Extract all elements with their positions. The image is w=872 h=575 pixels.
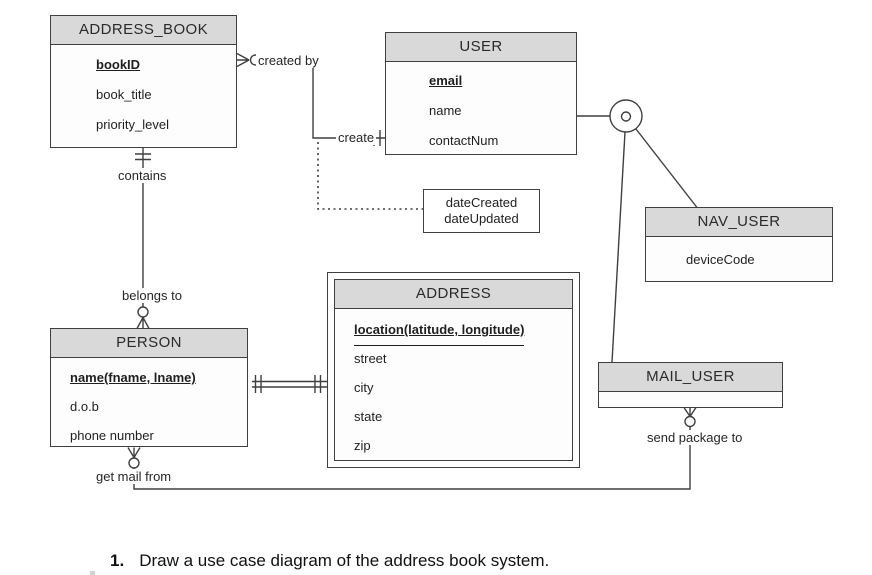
connector-category-to-mail-user bbox=[611, 131, 626, 363]
attribute-location: location(latitude, longitude) bbox=[354, 315, 525, 346]
relationship-label-belongs-to: belongs to bbox=[120, 288, 184, 303]
entity-mail-user: MAIL_USER bbox=[598, 362, 783, 408]
one-and-only-one-icon bbox=[314, 375, 322, 393]
date-attributes-box: dateCreated dateUpdated bbox=[423, 189, 540, 233]
caption-item-1: 1. Draw a use case diagram of the address… bbox=[110, 551, 549, 571]
entity-mail-user-empty-body bbox=[599, 392, 782, 406]
relationship-label-created-by: created by bbox=[256, 53, 321, 68]
crow-foot-many-icon bbox=[236, 52, 250, 68]
attribute-phone-number: phone number bbox=[70, 428, 154, 443]
attribute-zip: zip bbox=[354, 438, 371, 453]
attribute-contactnum: contactNum bbox=[429, 133, 499, 148]
next-list-item-peek bbox=[90, 571, 95, 575]
connector-category-to-nav-user bbox=[635, 128, 698, 208]
attribute-email: email bbox=[429, 73, 463, 88]
entity-address-inner-border: ADDRESS location(latitude, longitude) st… bbox=[334, 279, 573, 461]
entity-address: ADDRESS location(latitude, longitude) st… bbox=[327, 272, 580, 468]
attribute-devicecode: deviceCode bbox=[686, 251, 755, 267]
crow-foot-many-icon bbox=[136, 317, 150, 329]
attribute-bookid: bookID bbox=[96, 57, 141, 72]
entity-nav-user-title: NAV_USER bbox=[646, 208, 832, 237]
optional-circle-icon bbox=[128, 457, 140, 469]
category-circle-node bbox=[609, 99, 643, 133]
relationship-label-create: create bbox=[336, 130, 377, 145]
entity-nav-user: NAV_USER deviceCode bbox=[645, 207, 833, 282]
caption-text: Draw a use case diagram of the address b… bbox=[139, 551, 550, 570]
attribute-city: city bbox=[354, 380, 374, 395]
entity-mail-user-title: MAIL_USER bbox=[599, 363, 782, 392]
one-and-only-one-icon bbox=[135, 153, 151, 161]
entity-address-book: ADDRESS_BOOK bookID book_title priority_… bbox=[50, 15, 237, 148]
entity-person-title: PERSON bbox=[51, 329, 247, 358]
connector-person-address bbox=[252, 375, 327, 393]
entity-address-title: ADDRESS bbox=[335, 280, 572, 309]
entity-address-book-title: ADDRESS_BOOK bbox=[51, 16, 236, 45]
optional-circle-icon bbox=[684, 415, 696, 428]
relationship-label-send-package-to: send package to bbox=[645, 430, 745, 445]
relationship-label-contains: contains bbox=[116, 168, 169, 183]
entity-user: USER email name contactNum bbox=[385, 32, 577, 155]
relationship-label-get-mail-from: get mail from bbox=[94, 469, 174, 484]
entity-person: PERSON name(fname, lname) d.o.b phone nu… bbox=[50, 328, 248, 447]
attribute-name: name bbox=[429, 103, 462, 118]
subset-o-icon bbox=[620, 111, 632, 122]
attribute-book-title: book_title bbox=[96, 87, 152, 102]
attribute-dateupdated: dateUpdated bbox=[444, 211, 519, 226]
entity-user-title: USER bbox=[386, 33, 576, 62]
attribute-priority-level: priority_level bbox=[96, 117, 169, 132]
attribute-person-name: name(fname, lname) bbox=[70, 370, 196, 385]
connector-date-attributes-dotted bbox=[317, 142, 423, 210]
attribute-dob: d.o.b bbox=[70, 399, 99, 414]
crow-foot-many-icon bbox=[127, 447, 141, 458]
attribute-street: street bbox=[354, 351, 387, 366]
attribute-state: state bbox=[354, 409, 383, 424]
crow-foot-many-icon bbox=[683, 407, 697, 417]
caption-number: 1. bbox=[110, 551, 125, 570]
attribute-datecreated: dateCreated bbox=[445, 195, 518, 210]
one-and-only-one-icon bbox=[254, 375, 262, 393]
optional-circle-icon bbox=[137, 306, 149, 318]
